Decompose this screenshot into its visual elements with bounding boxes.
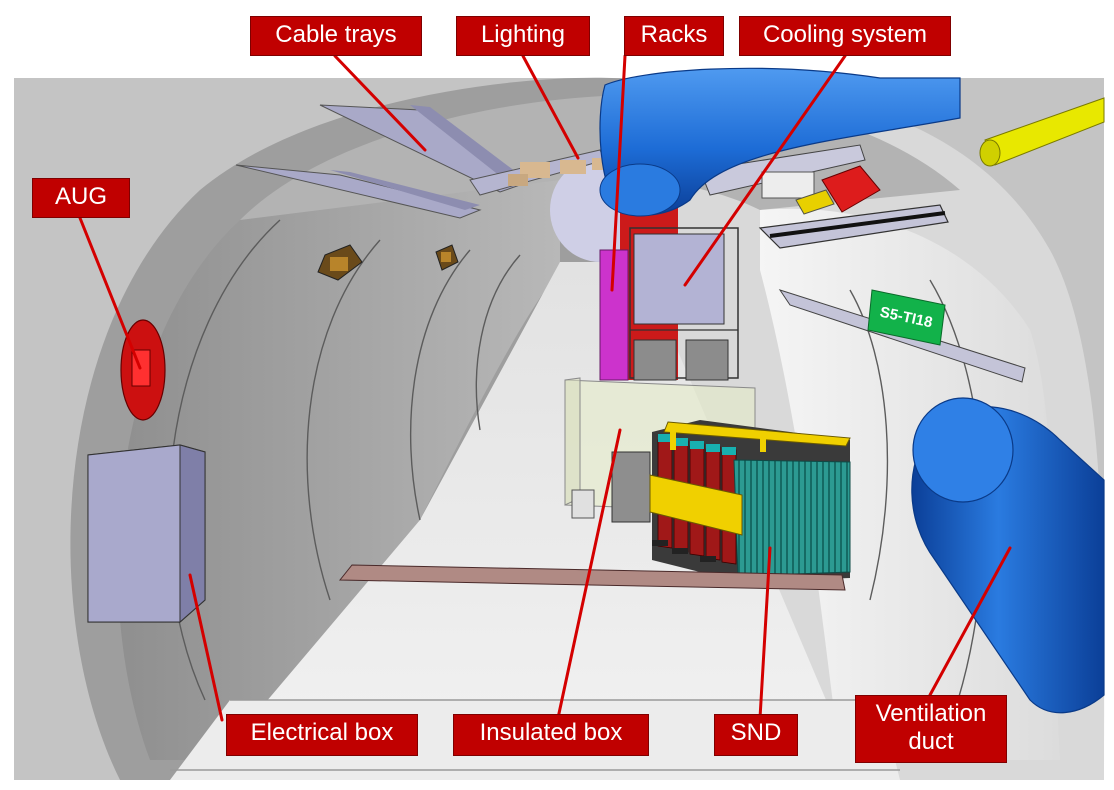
label-lighting: Lighting: [456, 16, 590, 56]
leader-aug: [78, 216, 142, 370]
leader-racks: [610, 54, 627, 292]
label-cable-trays: Cable trays: [250, 16, 422, 56]
lower-ventilation-duct: [911, 397, 1105, 714]
label-electrical-box: Electrical box: [226, 714, 418, 756]
label-aug: AUG: [32, 178, 130, 218]
label-racks: Racks: [624, 16, 724, 56]
floor-rail: [338, 564, 846, 591]
leader-snd: [758, 546, 772, 720]
yellow-pipe: [979, 97, 1105, 167]
label-cooling-system: Cooling system: [739, 16, 951, 56]
snd-detector: [649, 420, 851, 582]
leader-electrical-box: [188, 573, 224, 722]
leader-lighting: [521, 54, 580, 160]
wall-lamps: [317, 244, 459, 281]
label-insulated-box: Insulated box: [453, 714, 649, 756]
leader-cooling-system: [683, 54, 847, 287]
leader-insulated-box: [556, 428, 622, 720]
label-ventilation-duct: Ventilation duct: [855, 695, 1007, 763]
leader-ventilation-duct: [928, 546, 1012, 697]
label-snd: SND: [714, 714, 798, 756]
tunnel-left-wall: [117, 133, 561, 760]
electrical-box: [87, 444, 206, 624]
leader-lines: [78, 54, 1012, 722]
leader-cable-trays: [333, 54, 427, 152]
upper-ventilation-duct: [599, 67, 961, 217]
tunnel-sign: S5-TI18: [867, 289, 946, 346]
